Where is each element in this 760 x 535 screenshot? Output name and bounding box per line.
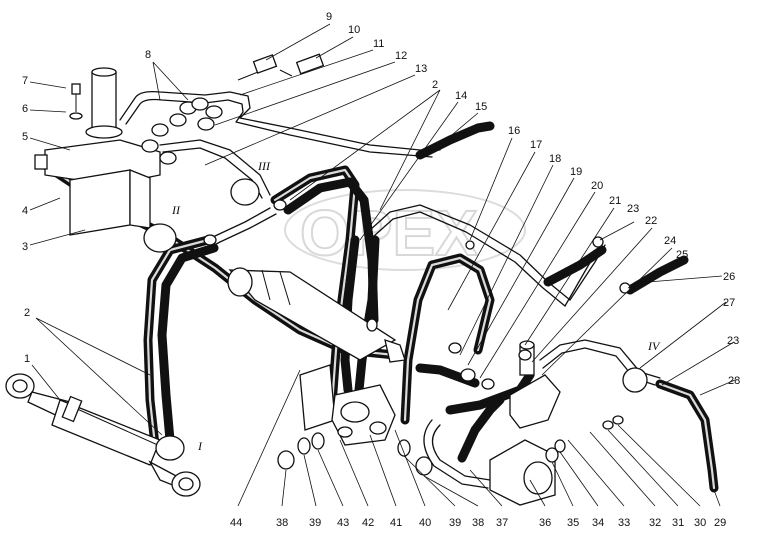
callout-10: 10 [348,24,360,36]
callout-14: 14 [455,90,467,102]
bottom-callout-44: 44 [230,517,242,529]
distributor-block [299,364,396,446]
callout-24: 24 [664,235,676,247]
bottom-callout-37: 37 [496,517,508,529]
gear-pump [489,340,561,506]
callout-4: 4 [22,205,28,217]
part-callouts: 1 2 2 3 4 5 6 7 8 9 10 11 12 13 14 15 16… [22,11,740,387]
leader-lines [29,23,736,507]
banjo-bolts [237,53,325,81]
callout-11: 11 [373,38,384,50]
callout-22: 22 [645,215,657,227]
bottom-callout-31: 31 [672,517,684,529]
bottom-callout-38b: 38 [472,517,484,529]
marker-iv: IV [647,339,661,353]
view-markers: I II III IV [171,159,661,453]
callout-7: 7 [22,75,28,87]
callout-26: 26 [723,271,735,283]
callout-9: 9 [326,11,332,23]
bottom-callout-36: 36 [539,517,551,529]
component-parts [5,53,648,506]
callout-8: 8 [145,49,151,61]
watermark: OPEX [284,189,526,271]
callout-6: 6 [22,103,28,115]
marker-ii: II [171,203,181,217]
bottom-callout-40: 40 [419,517,431,529]
fitting-washers [141,97,223,165]
callout-18: 18 [549,153,561,165]
callout-5: 5 [22,131,28,143]
bottom-callout-34: 34 [592,517,604,529]
steering-cylinder [5,373,201,497]
callout-12: 12 [395,50,407,62]
callout-2-left: 2 [24,307,30,319]
bottom-callout-35: 35 [567,517,579,529]
distribution-valve [34,67,161,236]
callout-25: 25 [676,249,688,261]
callout-17: 17 [530,139,542,151]
bottom-callout-29: 29 [714,517,726,529]
bottom-callouts: 44 38 39 43 42 41 40 39 38 37 36 35 34 3… [230,517,726,529]
bottom-callout-41: 41 [390,517,402,529]
callout-13: 13 [415,63,427,75]
callout-21: 21 [609,195,621,207]
bottom-callout-42: 42 [362,517,374,529]
marker-iii: III [257,159,271,173]
callout-2-top: 2 [432,79,438,91]
callout-23-right: 23 [727,335,739,347]
bottom-callout-39a: 39 [309,517,321,529]
callout-20: 20 [591,180,603,192]
bottom-callout-39b: 39 [449,517,461,529]
callout-15: 15 [475,101,487,113]
callout-16: 16 [508,125,520,137]
bottom-callout-43: 43 [337,517,349,529]
callout-27: 27 [723,297,735,309]
marker-i: I [197,439,203,453]
bottom-callout-30: 30 [694,517,706,529]
bottom-callout-38a: 38 [276,517,288,529]
bottom-callout-32: 32 [649,517,661,529]
callout-23-top: 23 [627,203,639,215]
callout-19: 19 [570,166,582,178]
lift-cylinder [227,267,406,363]
callout-3: 3 [22,241,28,253]
callout-28: 28 [728,375,740,387]
bottom-callout-33: 33 [618,517,630,529]
callout-1: 1 [24,353,30,365]
bottom-fittings [277,415,624,476]
